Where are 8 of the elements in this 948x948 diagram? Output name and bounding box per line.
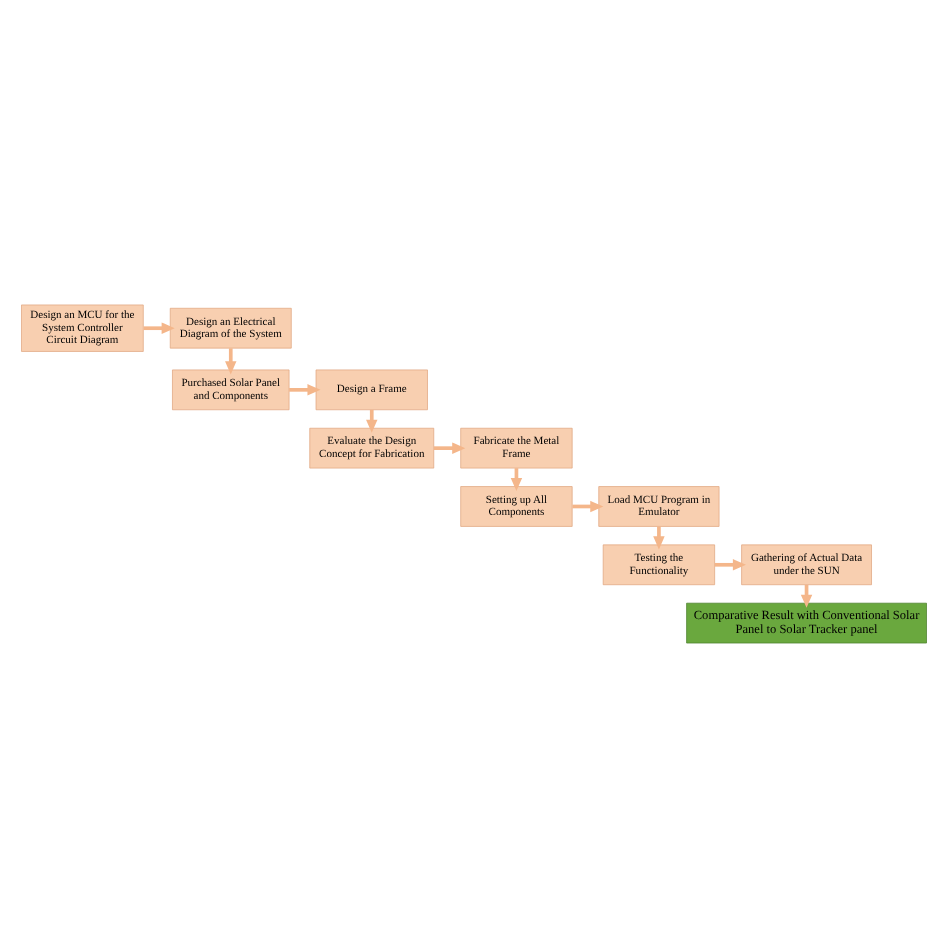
arrow [289, 384, 321, 396]
arrow [572, 500, 604, 513]
arrow [653, 526, 665, 550]
arrow [433, 442, 466, 454]
arrow [714, 559, 746, 571]
arrow [225, 348, 237, 375]
arrow [143, 322, 175, 334]
arrow [366, 409, 378, 433]
